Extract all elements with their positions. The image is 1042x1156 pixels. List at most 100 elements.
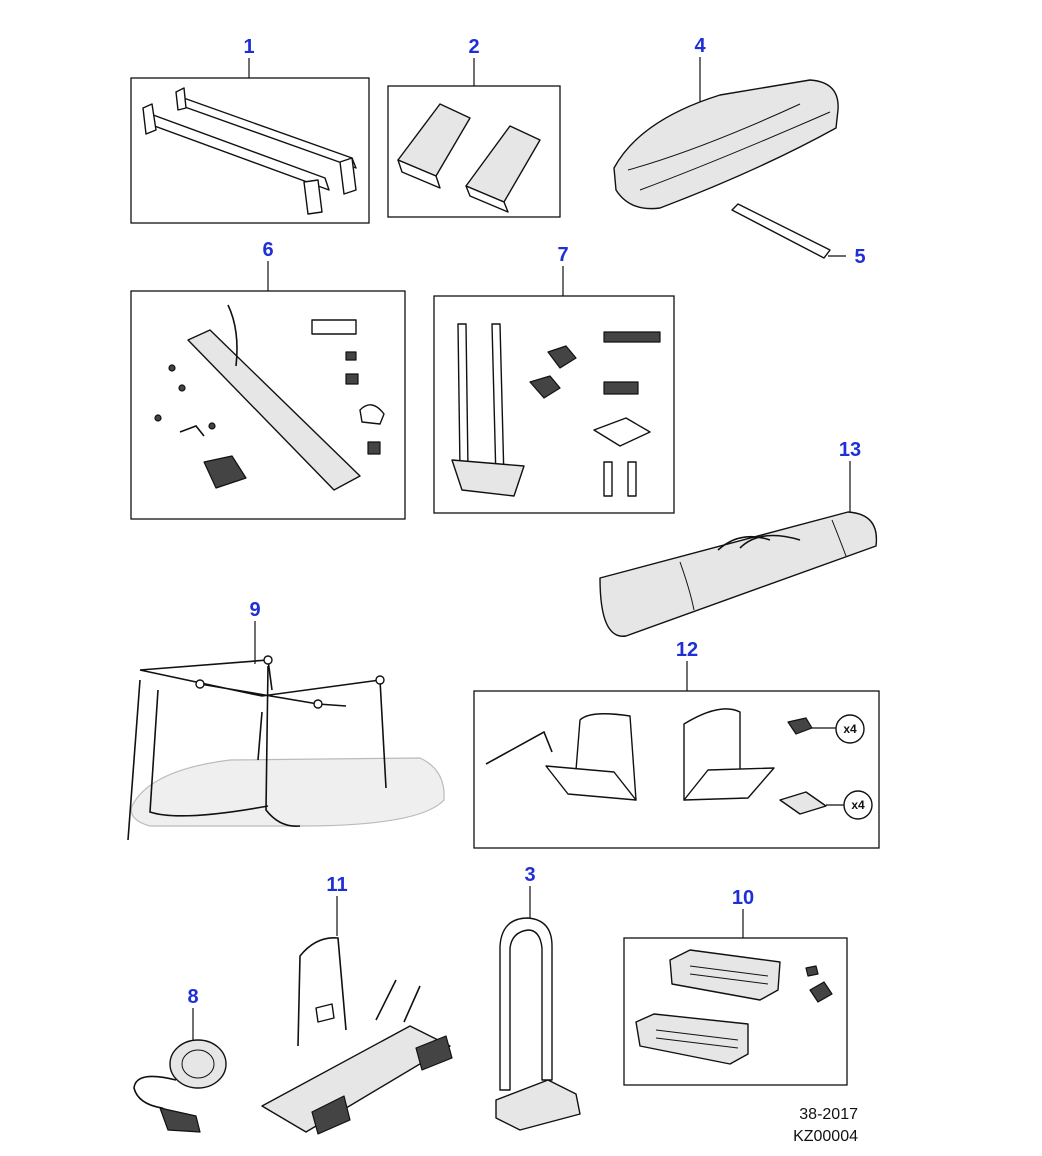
stand-loop xyxy=(499,917,553,1091)
part-1-roof-bars: 1 xyxy=(130,36,370,224)
nut xyxy=(345,373,359,385)
hanging-lines xyxy=(127,665,387,841)
channel-rail xyxy=(187,329,361,491)
bracket xyxy=(593,417,651,447)
holder-right-base xyxy=(465,185,509,213)
callout-3: 3 xyxy=(524,864,535,886)
carrier-base xyxy=(261,1025,451,1133)
callout-5: 5 xyxy=(854,246,865,268)
strap-roll xyxy=(169,1039,227,1089)
pulley xyxy=(313,699,323,709)
ski-carrier-keys xyxy=(805,965,833,1003)
callout-12: 12 xyxy=(676,639,698,661)
roof-box-body xyxy=(613,79,839,210)
part-8-strap: 8 xyxy=(133,986,227,1133)
reference-line-2: KZ00004 xyxy=(793,1128,858,1145)
ski-carrier-lower xyxy=(635,1013,749,1065)
callout-11: 11 xyxy=(326,874,347,896)
part-9-hoist: 9 xyxy=(127,599,445,841)
strap xyxy=(227,304,238,367)
qty-bubble xyxy=(843,790,873,820)
part-3-stand: 3 xyxy=(495,864,581,1131)
hex-key xyxy=(179,425,205,437)
callout-4: 4 xyxy=(694,35,706,57)
callout-6: 6 xyxy=(262,239,273,261)
part-4-roof-box: 4 xyxy=(613,35,839,210)
ski-bag-seams xyxy=(679,519,847,611)
stand-base xyxy=(495,1079,581,1131)
bolt xyxy=(603,461,613,497)
qty-screw: x4 xyxy=(843,722,857,736)
ghost-roof-box xyxy=(130,757,445,827)
nut xyxy=(345,351,357,361)
post-base xyxy=(451,459,525,497)
end-stop-right-base xyxy=(683,767,775,801)
pulley-lines xyxy=(139,659,381,707)
reference-line-1: 38-2017 xyxy=(799,1106,858,1123)
tail-lights xyxy=(311,1035,453,1135)
part-12-kit: 12 x4 x4 xyxy=(473,639,880,849)
part-2-frame xyxy=(387,85,561,218)
knob xyxy=(547,345,577,369)
callout-2: 2 xyxy=(468,36,479,58)
ski-bag-handles xyxy=(717,534,801,551)
buckle xyxy=(159,1107,201,1133)
ski-carrier-slats xyxy=(655,965,769,1049)
part-10-frame xyxy=(623,937,848,1086)
part-2-holders: 2 xyxy=(387,36,561,218)
knob xyxy=(359,404,385,425)
washers xyxy=(603,331,661,343)
part-7-kit: 7 xyxy=(433,244,675,514)
nuts xyxy=(603,381,639,395)
part-1-frame xyxy=(130,77,370,224)
post-left xyxy=(457,323,469,471)
end-stop-left-base xyxy=(545,765,637,801)
part-6-frame xyxy=(130,290,406,520)
part-10-ski-carriers: 10 xyxy=(623,887,848,1086)
callout-13: 13 xyxy=(839,439,861,461)
callout-7: 7 xyxy=(557,244,568,266)
part-13-ski-bag: 13 xyxy=(599,439,878,637)
part-11-bike-carrier: 11 xyxy=(261,874,453,1135)
part-7-frame xyxy=(433,295,675,514)
ski-bag-body xyxy=(599,511,878,637)
carrier-arm xyxy=(297,937,347,1047)
nut-part xyxy=(779,791,827,815)
mount-strip xyxy=(731,203,831,259)
callout-9: 9 xyxy=(249,599,260,621)
callout-1: 1 xyxy=(243,36,254,58)
end-stop-left xyxy=(575,713,637,801)
fastener xyxy=(178,384,186,392)
post-right xyxy=(491,323,505,481)
plate xyxy=(311,319,357,335)
fastener xyxy=(154,414,162,422)
clamp xyxy=(203,455,247,489)
pulley xyxy=(195,679,205,689)
bar-rear-feet xyxy=(175,87,357,195)
bar-front-feet xyxy=(142,103,323,215)
roof-box-ridges xyxy=(627,103,831,191)
hex-key xyxy=(485,730,553,765)
pulley xyxy=(375,675,385,685)
screw-part xyxy=(787,717,813,735)
fastener xyxy=(168,364,176,372)
qty-bubble xyxy=(835,714,865,744)
carrier-rails xyxy=(375,979,421,1023)
part-12-frame xyxy=(473,690,880,849)
clamp xyxy=(315,1003,335,1023)
part-5-strip: 5 xyxy=(731,203,866,268)
callout-10: 10 xyxy=(732,887,754,909)
callout-8: 8 xyxy=(187,986,198,1008)
strap-loop xyxy=(133,1075,197,1125)
screw xyxy=(367,441,381,455)
fastener xyxy=(208,422,216,430)
holder-left-base xyxy=(397,159,441,189)
qty-nut: x4 xyxy=(851,798,865,812)
ski-carrier-upper xyxy=(669,949,781,1001)
strap-roll-inner xyxy=(181,1049,215,1079)
knob xyxy=(529,375,561,399)
bolt xyxy=(627,461,637,497)
part-6-kit: 6 xyxy=(130,239,406,520)
pulley xyxy=(263,655,273,665)
